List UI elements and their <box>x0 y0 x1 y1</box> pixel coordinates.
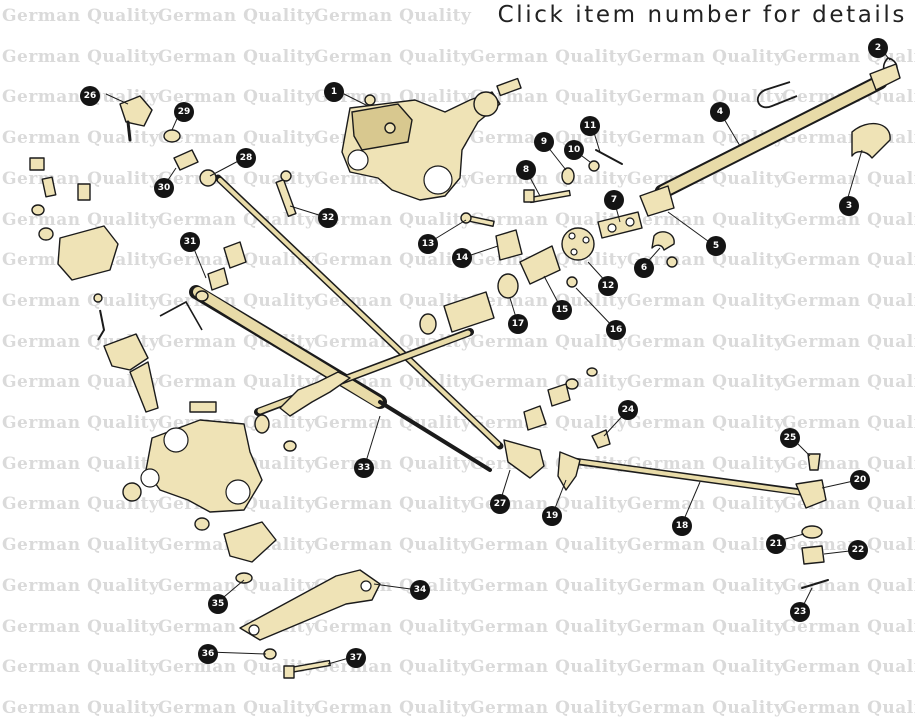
washer-35[interactable] <box>235 572 253 584</box>
steering-arm-bracket[interactable] <box>223 521 277 563</box>
cotter-pin[interactable] <box>595 149 623 165</box>
callout-1[interactable]: 1 <box>324 82 344 102</box>
callout-31[interactable]: 31 <box>180 232 200 252</box>
callout-5[interactable]: 5 <box>706 236 726 256</box>
drag-link-tube[interactable] <box>189 285 492 472</box>
steering-column-tube[interactable] <box>654 63 901 200</box>
nut[interactable] <box>561 167 575 185</box>
callout-10[interactable]: 10 <box>564 140 584 160</box>
callout-18[interactable]: 18 <box>672 516 692 536</box>
bracket[interactable] <box>495 229 523 261</box>
grease-nipple-25[interactable] <box>807 453 821 471</box>
pitman-arm[interactable] <box>239 569 381 641</box>
flange-yoke[interactable] <box>519 245 561 285</box>
washer-small[interactable] <box>283 440 297 452</box>
rubber-coupling-disc[interactable] <box>561 227 595 261</box>
callout-16[interactable]: 16 <box>606 320 626 340</box>
callout-19[interactable]: 19 <box>542 506 562 526</box>
callout-32[interactable]: 32 <box>318 208 338 228</box>
callout-27[interactable]: 27 <box>490 494 510 514</box>
callout-23[interactable]: 23 <box>790 602 810 622</box>
bolt-32[interactable] <box>275 170 297 217</box>
bushing-set[interactable] <box>195 241 247 302</box>
steering-box-lower[interactable] <box>122 401 263 513</box>
u-bracket[interactable] <box>756 81 798 109</box>
callout-7[interactable]: 7 <box>604 190 624 210</box>
bushing-lower[interactable] <box>523 405 547 431</box>
callout-11[interactable]: 11 <box>580 116 600 136</box>
castle-nut[interactable] <box>801 545 825 565</box>
column-clamp[interactable] <box>851 122 891 159</box>
steering-box-upper[interactable] <box>341 77 522 201</box>
coupling-flange[interactable] <box>597 185 678 268</box>
sleeve-ring[interactable] <box>419 313 437 335</box>
callout-22[interactable]: 22 <box>848 540 868 560</box>
cotter-pin-23[interactable] <box>801 579 829 589</box>
callout-20[interactable]: 20 <box>850 470 870 490</box>
callout-13[interactable]: 13 <box>418 234 438 254</box>
callout-9[interactable]: 9 <box>534 132 554 152</box>
washer[interactable] <box>588 160 600 172</box>
callout-4[interactable]: 4 <box>710 102 730 122</box>
dust-cap[interactable] <box>801 525 823 539</box>
callout-28[interactable]: 28 <box>236 148 256 168</box>
tie-rod[interactable] <box>562 456 804 496</box>
callout-12[interactable]: 12 <box>598 276 618 296</box>
bolt[interactable] <box>523 189 571 204</box>
sleeve[interactable] <box>443 291 495 333</box>
nut-lower[interactable] <box>194 517 210 531</box>
drag-link-end[interactable] <box>503 439 545 479</box>
tie-rod-end-left[interactable] <box>557 451 581 491</box>
washer-mid-2[interactable] <box>586 367 598 377</box>
bushing-mid[interactable] <box>547 383 571 407</box>
callout-17[interactable]: 17 <box>508 314 528 334</box>
steering-rack-shaft[interactable] <box>254 328 474 417</box>
callout-6[interactable]: 6 <box>634 258 654 278</box>
callout-29[interactable]: 29 <box>174 102 194 122</box>
callout-26[interactable]: 26 <box>80 86 100 106</box>
callout-35[interactable]: 35 <box>208 594 228 614</box>
callout-30[interactable]: 30 <box>154 178 174 198</box>
callout-24[interactable]: 24 <box>618 400 638 420</box>
callout-34[interactable]: 34 <box>410 580 430 600</box>
callout-37[interactable]: 37 <box>346 648 366 668</box>
callout-2[interactable]: 2 <box>868 38 888 58</box>
callout-36[interactable]: 36 <box>198 644 218 664</box>
washer-16[interactable] <box>566 276 578 288</box>
callout-15[interactable]: 15 <box>552 300 572 320</box>
bushing[interactable] <box>497 273 519 299</box>
seal[interactable] <box>254 414 270 434</box>
callout-21[interactable]: 21 <box>766 534 786 554</box>
callout-25[interactable]: 25 <box>780 428 800 448</box>
page-title: Click item number for details <box>497 2 907 28</box>
tie-rod-end-right[interactable] <box>795 479 827 509</box>
steering-shaft[interactable] <box>214 174 504 450</box>
bushing-28[interactable] <box>199 169 217 187</box>
callout-8[interactable]: 8 <box>516 160 536 180</box>
callout-33[interactable]: 33 <box>354 458 374 478</box>
bolt-13[interactable] <box>460 212 495 227</box>
callout-14[interactable]: 14 <box>452 248 472 268</box>
clip-plate[interactable] <box>173 149 199 171</box>
mount-hardware[interactable] <box>29 157 203 413</box>
callout-3[interactable]: 3 <box>839 196 859 216</box>
